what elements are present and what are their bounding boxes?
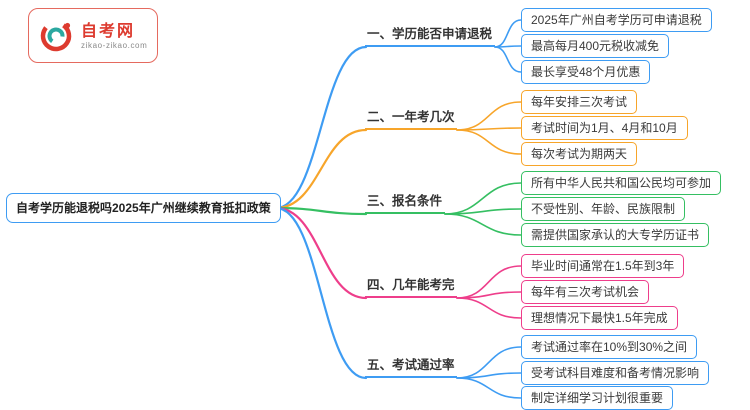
leaf-1-1: 2025年广州自考学历可申请退税	[521, 8, 712, 32]
connector-leaf-3-3	[444, 213, 522, 236]
connector-leaf-2-3	[456, 129, 522, 155]
leaf-1-2: 最高每月400元税收减免	[521, 34, 670, 58]
leaf-3-3: 需提供国家承认的大专学历证书	[521, 223, 710, 247]
logo-icon	[40, 20, 72, 51]
connector-leaf-4-2	[456, 291, 522, 299]
leaf-4-1: 毕业时间通常在1.5年到3年	[521, 254, 685, 278]
leaf-3-2: 不受性别、年龄、民族限制	[521, 197, 686, 221]
leaf-2-3: 每次考试为期两天	[521, 142, 638, 166]
branch-3-topic: 三、报名条件	[365, 193, 445, 214]
connector-leaf-1-1	[494, 19, 522, 48]
connector-leaf-3-2	[444, 208, 522, 215]
leaf-5-1: 考试通过率在10%到30%之间	[521, 335, 698, 359]
connector-branch-2	[274, 128, 368, 210]
branch-5-topic: 五、考试通过率	[365, 357, 457, 378]
leaf-5-3: 制定详细学习计划很重要	[521, 386, 674, 410]
leaf-5-2: 受考试科目难度和备考情况影响	[521, 361, 710, 385]
root-topic: 自考学历能退税吗2025年广州继续教育抵扣政策	[6, 193, 281, 223]
logo-subtitle: zikao-zikao.com	[81, 40, 148, 50]
connector-leaf-3-1	[444, 182, 522, 215]
leaf-4-3: 理想情况下最快1.5年完成	[521, 306, 678, 330]
connector-leaf-2-1	[456, 101, 522, 131]
connector-leaf-4-1	[456, 265, 522, 299]
branch-4-topic: 四、几年能考完	[365, 277, 457, 298]
connector-branch-3	[274, 206, 368, 216]
connector-branch-5	[274, 206, 368, 380]
connector-branch-1	[274, 45, 368, 210]
leaf-3-1: 所有中华人民共和国公民均可参加	[521, 171, 722, 195]
branch-2-topic: 二、一年考几次	[365, 109, 457, 130]
connector-leaf-1-3	[494, 46, 522, 73]
connector-leaf-5-3	[456, 377, 522, 399]
connector-leaf-5-2	[456, 372, 522, 379]
leaf-2-1: 每年安排三次考试	[521, 90, 638, 114]
leaf-4-2: 每年有三次考试机会	[521, 280, 650, 304]
branch-1-topic: 一、学历能否申请退税	[365, 26, 495, 47]
leaf-2-2: 考试时间为1月、4月和10月	[521, 116, 688, 140]
leaf-1-3: 最长享受48个月优惠	[521, 60, 651, 84]
logo-title: 自考网	[81, 22, 136, 40]
connector-branch-4	[274, 206, 368, 300]
logo: 自考网 zikao-zikao.com	[28, 8, 158, 63]
connector-leaf-4-3	[456, 297, 522, 319]
